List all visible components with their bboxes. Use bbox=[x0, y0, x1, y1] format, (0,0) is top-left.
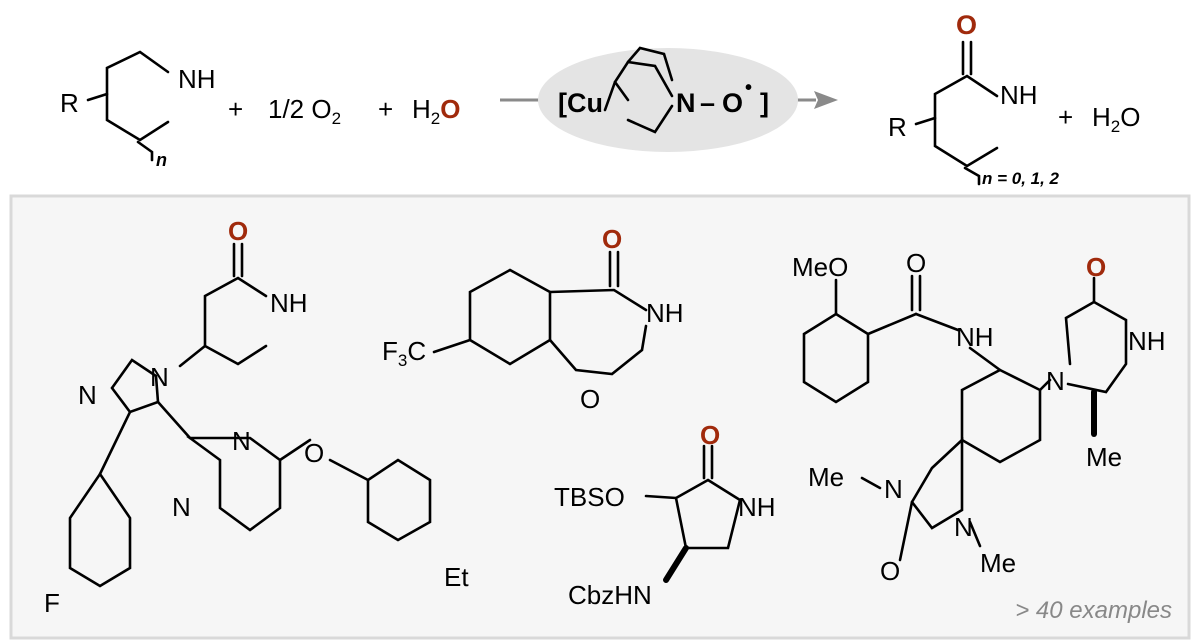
product-lactam: O NH R n = 0, 1, 2 bbox=[888, 10, 1060, 188]
ex4-piperazine-me: Me bbox=[1086, 442, 1122, 472]
ex1-carbonyl-o: O bbox=[228, 216, 248, 246]
ex1-ethyl-label: Et bbox=[444, 562, 469, 592]
catalyst-o-atom: O bbox=[722, 88, 743, 118]
product-n-range: n = 0, 1, 2 bbox=[982, 169, 1060, 188]
ex4-piperazine-n: N bbox=[1046, 366, 1065, 396]
ex1-ether-o: O bbox=[304, 438, 324, 468]
ex3-nh-label: NH bbox=[738, 492, 776, 522]
ex1-n-pyrimidine-2: N bbox=[172, 492, 191, 522]
catalyst-abno: [Cu N – O • ] bbox=[538, 46, 798, 152]
ex1-n-pyrimidine-1: N bbox=[232, 426, 251, 456]
ex3-carbonyl-o: O bbox=[700, 420, 720, 450]
ex4-amide-o: O bbox=[906, 248, 926, 278]
ex4-nh-label: NH bbox=[1128, 326, 1166, 356]
examples-count-note: > 40 examples bbox=[1015, 597, 1172, 624]
catalyst-cu-open: [Cu bbox=[558, 88, 603, 118]
reaction-equation: NH R n + 1/2 O2 + H2O [Cu N – O • ] bbox=[60, 10, 1140, 188]
ex4-urea-o: O bbox=[880, 556, 900, 586]
ex2-ether-o: O bbox=[580, 384, 600, 414]
ex1-fluoro-label: F bbox=[44, 588, 60, 618]
catalyst-dash: – bbox=[700, 88, 715, 118]
examples-panel bbox=[9, 194, 1191, 640]
catalyst-n-atom: N bbox=[676, 88, 696, 118]
plus-sign-3: + bbox=[1058, 102, 1073, 132]
catalyst-radical-dot: • bbox=[745, 77, 752, 99]
ex2-cf3-label: F3C bbox=[382, 336, 426, 370]
ex4-amide-nh: NH bbox=[956, 322, 994, 352]
reactant-r-label: R bbox=[60, 88, 79, 118]
example-3-pyrrolidinone: O NH TBSO CbzHN bbox=[554, 420, 776, 610]
ex4-methoxy-label: MeO bbox=[792, 252, 848, 282]
ex3-tbso-label: TBSO bbox=[554, 482, 625, 512]
example-1-imidazole-lactam: O NH N N N N O F Et bbox=[44, 216, 469, 618]
reactant-n-label: n bbox=[156, 150, 167, 170]
catalyst-bracket-close: ] bbox=[760, 88, 769, 118]
ex4-urea-n-1: N bbox=[884, 474, 903, 504]
oxygen-reagent: 1/2 O2 bbox=[268, 94, 341, 128]
reactant-nh-label: NH bbox=[178, 64, 216, 94]
reactant-cyclic-amine: NH R n bbox=[60, 50, 216, 170]
ex4-urea-n-2: N bbox=[954, 512, 973, 542]
ex1-nh-label: NH bbox=[270, 288, 308, 318]
plus-sign-1: + bbox=[228, 94, 243, 124]
ex1-n-imidazole-2: N bbox=[78, 380, 97, 410]
ex2-carbonyl-o: O bbox=[602, 224, 622, 254]
product-carbonyl-o: O bbox=[956, 10, 977, 40]
water-reagent: H2O bbox=[412, 94, 460, 128]
product-r-label: R bbox=[888, 112, 907, 142]
product-nh-label: NH bbox=[1000, 80, 1038, 110]
example-4-benzimidazolone: O NH MeO O NH N Me Me N N Me O bbox=[792, 248, 1166, 586]
ex1-n-imidazole-1: N bbox=[150, 362, 169, 392]
ex4-n-methyl-1: Me bbox=[808, 462, 844, 492]
ex3-cbzhn-label: CbzHN bbox=[568, 580, 652, 610]
ex4-carbonyl-o: O bbox=[1086, 252, 1106, 282]
water-byproduct: H2O bbox=[1092, 102, 1140, 136]
ex2-nh-label: NH bbox=[646, 298, 684, 328]
plus-sign-2: + bbox=[378, 94, 393, 124]
ex4-n-methyl-2: Me bbox=[980, 548, 1016, 578]
example-2-benzoxazepinone: O NH F3C O bbox=[382, 224, 684, 414]
